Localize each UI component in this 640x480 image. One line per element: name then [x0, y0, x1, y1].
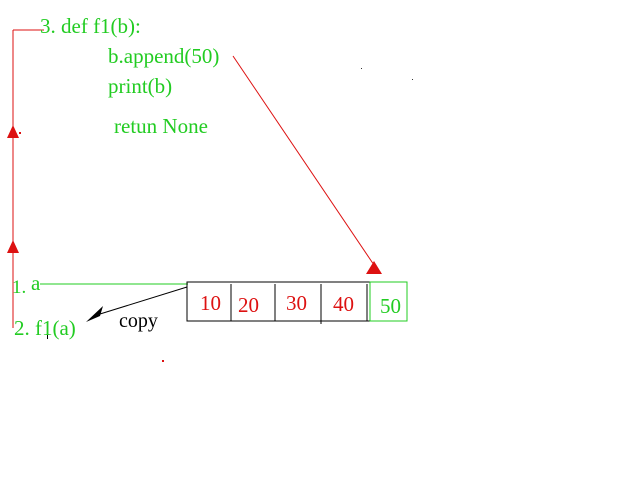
append-arrow-line — [232, 55, 375, 266]
append-arrowhead — [366, 261, 382, 274]
stray-mark-4 — [162, 360, 164, 362]
appended-cell-box — [369, 281, 408, 322]
return-line: retun None — [114, 114, 208, 138]
stray-mark-3 — [412, 79, 413, 80]
variable-a-label: a — [31, 271, 41, 295]
stray-mark-5 — [47, 331, 48, 339]
step1-marker: 1. — [12, 277, 27, 298]
list-value-appended: 50 — [380, 294, 401, 318]
flow-arrowhead-lower — [7, 240, 19, 253]
list-value-3: 30 — [286, 291, 307, 315]
copy-arrowhead — [86, 306, 103, 322]
list-value-4: 40 — [333, 292, 354, 316]
call-line: 2. f1(a) — [14, 316, 76, 340]
print-line: print(b) — [108, 74, 173, 98]
copy-label: copy — [119, 310, 158, 332]
list-value-2: 20 — [238, 293, 259, 317]
flow-arrowhead-upper — [7, 125, 19, 138]
copy-arrow-line — [99, 286, 188, 315]
list-value-1: 10 — [200, 291, 221, 315]
def-line: 3. def f1(b): — [40, 14, 141, 38]
append-line: b.append(50) — [108, 44, 220, 68]
stray-mark-2 — [361, 68, 362, 69]
stray-mark-1 — [19, 132, 21, 134]
